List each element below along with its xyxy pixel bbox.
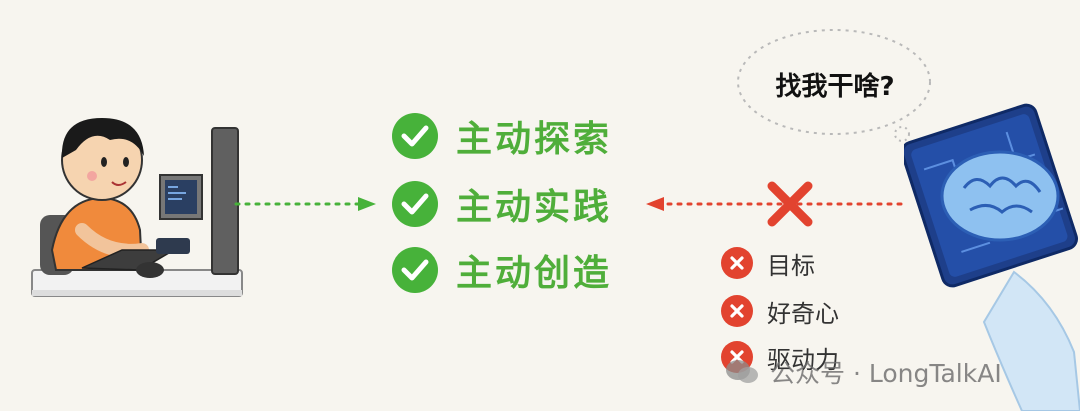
wechat-icon <box>726 360 758 383</box>
green-dotted-arrow <box>234 197 376 211</box>
check-item-explore: 主动探索 <box>392 110 612 162</box>
red-dotted-arrow <box>646 197 906 211</box>
person-at-computer-illustration <box>31 118 243 297</box>
check-label: 主动探索 <box>456 119 613 160</box>
check-label: 主动创造 <box>456 253 613 294</box>
check-icon <box>392 181 438 227</box>
check-item-create: 主动创造 <box>392 244 612 296</box>
check-icon <box>392 247 438 293</box>
x-circle-icon <box>721 247 753 279</box>
check-item-practice: 主动实践 <box>392 178 612 230</box>
missing-label: 驱动力 <box>767 345 839 374</box>
missing-item-curiosity: 好奇心 <box>721 294 839 328</box>
check-label: 主动实践 <box>456 187 613 228</box>
ai-brain-chip-illustration <box>904 103 1080 411</box>
missing-label: 好奇心 <box>767 299 839 328</box>
watermark-text: 公众号 · LongTalkAI <box>770 359 1002 388</box>
bubble-text: 找我干啥? <box>775 72 895 102</box>
check-icon <box>392 113 438 159</box>
missing-label: 目标 <box>767 251 815 280</box>
x-circle-icon <box>721 295 753 327</box>
missing-item-goal: 目标 <box>721 246 815 280</box>
watermark: 公众号 · LongTalkAI <box>724 352 1002 392</box>
cross-icon <box>767 181 813 227</box>
